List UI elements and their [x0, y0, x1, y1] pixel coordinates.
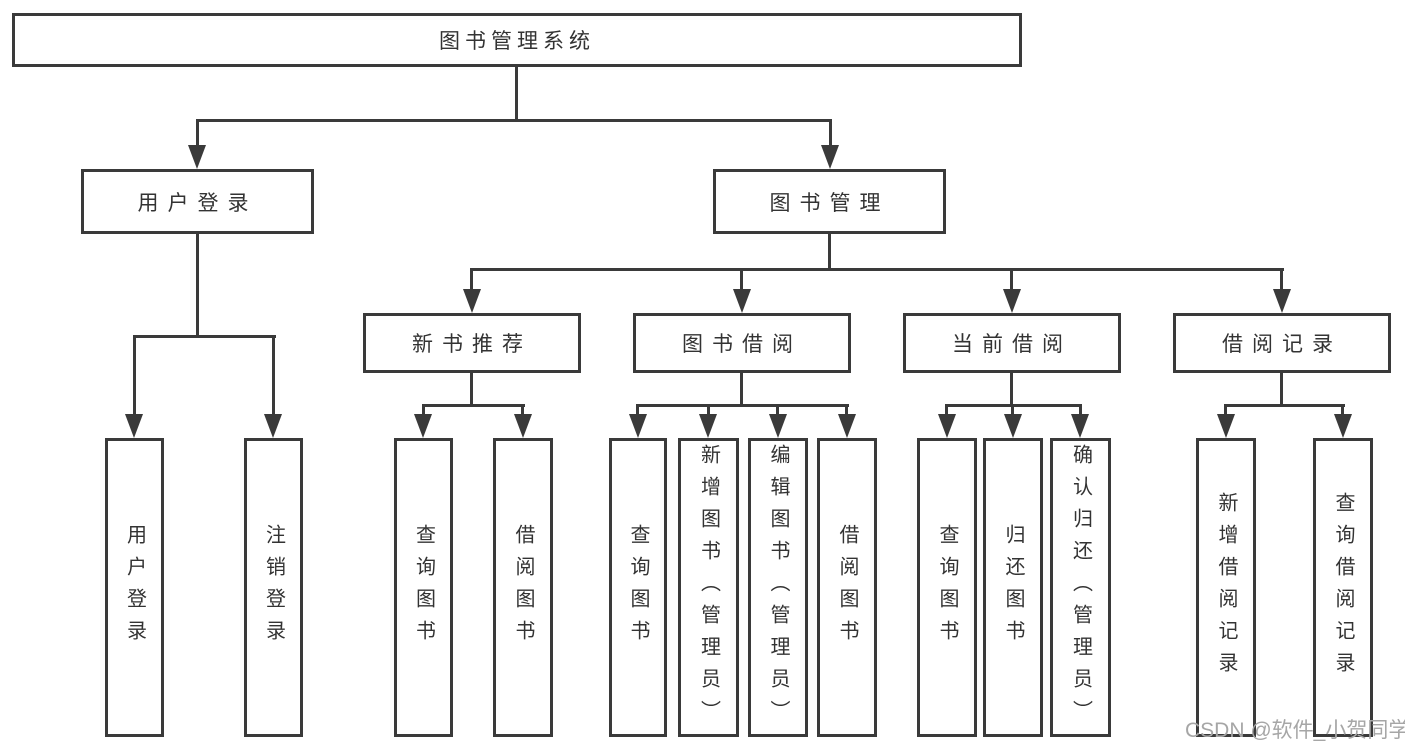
leaf-newbook-borrow: 借阅图书	[493, 438, 553, 737]
leaf-newbook-borrow-label: 借阅图书	[512, 523, 534, 652]
leaf-borrow-edit-admin-label: 编辑图书（管理员）	[767, 443, 789, 732]
node-current-borrow: 当前借阅	[903, 313, 1121, 373]
connector-records-bar	[1224, 404, 1345, 407]
connector-drop-current-borrow	[1010, 271, 1013, 289]
leaf-record-query: 查询借阅记录	[1313, 438, 1373, 737]
connector-drop-br-query	[1341, 407, 1344, 414]
connector-drop-br-add	[1224, 407, 1227, 414]
leaf-borrow-book-label: 借阅图书	[836, 523, 858, 652]
arrowhead-br-query	[1334, 414, 1352, 438]
node-book-management: 图书管理	[713, 169, 946, 234]
node-borrow-records: 借阅记录	[1173, 313, 1391, 373]
connector-userlogin-stem	[196, 234, 199, 338]
node-root-label: 图书管理系统	[439, 30, 595, 53]
connector-records-stem	[1280, 373, 1283, 407]
connector-drop-bb-borrow	[845, 407, 848, 414]
leaf-user-login: 用户登录	[105, 438, 164, 737]
leaf-borrow-query-label: 查询图书	[627, 523, 649, 652]
node-borrow-records-label: 借阅记录	[1222, 333, 1342, 356]
arrowhead-bb-query	[629, 414, 647, 438]
node-new-book-recommend-label: 新书推荐	[412, 333, 532, 356]
arrowhead-cb-confirm	[1071, 414, 1089, 438]
leaf-current-query: 查询图书	[917, 438, 977, 737]
connector-bookmgmt-stem	[828, 234, 831, 271]
connector-drop-nb-query	[422, 407, 425, 414]
connector-currentborrow-bar	[945, 404, 1082, 407]
arrowhead-cb-query	[938, 414, 956, 438]
connector-drop-leaf-user-login	[133, 338, 136, 414]
leaf-logout-label: 注销登录	[262, 523, 285, 652]
leaf-current-return: 归还图书	[983, 438, 1043, 737]
connector-drop-user-login	[196, 122, 199, 146]
leaf-borrow-edit-admin: 编辑图书（管理员）	[748, 438, 808, 737]
arrowhead-borrow-records	[1273, 289, 1291, 313]
connector-drop-leaf-logout	[272, 338, 275, 414]
connector-drop-bb-edit	[776, 407, 779, 414]
connector-drop-bb-add	[707, 407, 710, 414]
arrowhead-bb-borrow	[838, 414, 856, 438]
node-book-borrow-label: 图书借阅	[682, 333, 802, 356]
connector-root-stem	[515, 67, 518, 122]
leaf-borrow-add-admin: 新增图书（管理员）	[678, 438, 739, 737]
leaf-current-return-label: 归还图书	[1002, 523, 1024, 652]
arrowhead-nb-query	[414, 414, 432, 438]
leaf-borrow-book: 借阅图书	[817, 438, 877, 737]
arrowhead-br-add	[1217, 414, 1235, 438]
connector-drop-cb-confirm	[1079, 407, 1082, 414]
node-current-borrow-label: 当前借阅	[952, 333, 1072, 356]
connector-bookmgmt-bar	[470, 268, 1284, 271]
leaf-newbook-query: 查询图书	[394, 438, 453, 737]
leaf-borrow-add-admin-label: 新增图书（管理员）	[697, 443, 720, 732]
node-book-management-label: 图书管理	[769, 191, 890, 215]
arrowhead-current-borrow	[1003, 289, 1021, 313]
connector-newbook-bar	[422, 404, 525, 407]
connector-userlogin-bar	[133, 335, 276, 338]
arrowhead-leaf-logout	[264, 414, 282, 438]
leaf-record-add-label: 新增借阅记录	[1215, 491, 1237, 684]
leaf-current-confirm-admin: 确认归还（管理员）	[1050, 438, 1111, 737]
leaf-user-login-label: 用户登录	[123, 523, 146, 652]
leaf-newbook-query-label: 查询图书	[412, 523, 435, 652]
node-user-login: 用户登录	[81, 169, 314, 234]
connector-drop-new-book	[470, 271, 473, 289]
leaf-current-query-label: 查询图书	[936, 523, 958, 652]
connector-drop-cb-return	[1011, 407, 1014, 414]
leaf-record-query-label: 查询借阅记录	[1332, 491, 1354, 684]
arrowhead-book-management	[821, 145, 839, 169]
leaf-logout: 注销登录	[244, 438, 303, 737]
connector-drop-book-borrow	[740, 271, 743, 289]
node-book-borrow: 图书借阅	[633, 313, 851, 373]
connector-drop-book-management	[829, 122, 832, 146]
connector-bookborrow-stem	[740, 373, 743, 407]
arrowhead-new-book	[463, 289, 481, 313]
connector-bookborrow-bar	[636, 404, 849, 407]
node-root: 图书管理系统	[12, 13, 1022, 67]
connector-drop-bb-query	[636, 407, 639, 414]
node-new-book-recommend: 新书推荐	[363, 313, 581, 373]
connector-newbook-stem	[470, 373, 473, 407]
arrowhead-book-borrow	[733, 289, 751, 313]
connector-root-bar	[196, 119, 832, 122]
watermark: CSDN @软件_小贺同学	[1185, 719, 1405, 742]
connector-drop-nb-borrow	[521, 407, 524, 414]
connector-currentborrow-stem	[1010, 373, 1013, 407]
arrowhead-bb-add	[699, 414, 717, 438]
connector-drop-borrow-records	[1280, 271, 1283, 289]
arrowhead-user-login	[188, 145, 206, 169]
arrowhead-bb-edit	[769, 414, 787, 438]
leaf-record-add: 新增借阅记录	[1196, 438, 1256, 737]
node-user-login-label: 用户登录	[137, 191, 258, 215]
arrowhead-nb-borrow	[514, 414, 532, 438]
leaf-borrow-query: 查询图书	[609, 438, 667, 737]
arrowhead-cb-return	[1004, 414, 1022, 438]
leaf-current-confirm-admin-label: 确认归还（管理员）	[1069, 443, 1092, 732]
arrowhead-leaf-user-login	[125, 414, 143, 438]
connector-drop-cb-query	[945, 407, 948, 414]
